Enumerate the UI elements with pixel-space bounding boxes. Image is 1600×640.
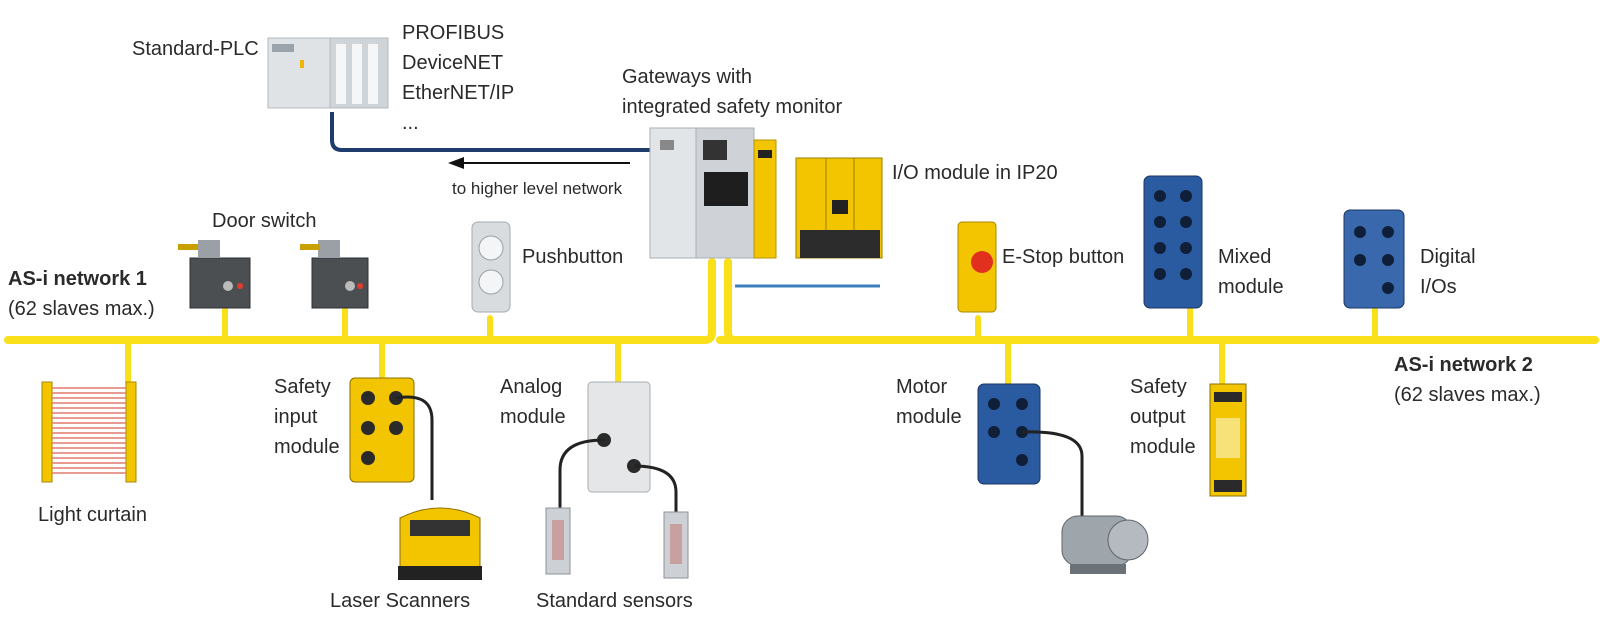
motor-module-label: Motor module [896,372,962,432]
safety-output-label-2: output [1130,406,1186,428]
safety-input-label-1: Safety [274,376,331,398]
protocol-profibus: PROFIBUS [402,22,505,44]
plc-title-label: Standard-PLC [132,38,259,60]
gateway-device [649,127,777,259]
estop-label: E-Stop button [1002,246,1125,268]
door-switch-1 [178,240,251,309]
safety-output-module-device [1209,383,1247,497]
standard-sensor-2 [663,511,689,579]
io-module-ip20 [735,157,883,288]
pushbutton-device [471,221,511,313]
digital-io-label: Digital I/Os [1420,242,1476,302]
analog-module-label: Analog module [500,372,566,432]
estop-device [957,221,997,313]
network2-label: AS-i network 2 (62 slaves max.) [1394,350,1541,410]
motor-module-label-2: module [896,406,962,428]
door-switch-label: Door switch [212,210,317,232]
pushbutton-label: Pushbutton [522,246,624,268]
gateway-label-line2: integrated safety monitor [622,96,843,118]
digital-io-device [1343,209,1405,309]
safety-input-label-2: input [274,406,318,428]
motor-module-device [977,383,1084,520]
standard-sensor-1 [545,507,571,575]
safety-input-module-device [349,377,434,500]
mixed-module-label-2: module [1218,276,1284,298]
light-curtain-device [41,381,137,483]
protocol-more: ... [402,112,419,134]
door-switch-2 [300,240,369,309]
plc-device [267,37,389,109]
uplink-label: to higher level network [452,179,623,198]
gateway-label: Gateways with integrated safety monitor [622,62,842,122]
light-curtain-label: Light curtain [38,504,147,526]
mixed-module-label: Mixed module [1218,242,1284,302]
safety-input-label-3: module [274,436,340,458]
mixed-module-device [1143,175,1203,309]
network1-label: AS-i network 1 (62 slaves max.) [8,264,155,324]
network1-capacity: (62 slaves max.) [8,298,155,320]
uplink-arrow [448,157,630,169]
network1-name: AS-i network 1 [8,268,147,290]
plc-protocols-label: PROFIBUS DeviceNET EtherNET/IP ... [402,18,514,138]
mixed-module-label-1: Mixed [1218,246,1272,268]
as-i-bus [4,258,1599,387]
laser-scanner-device [398,507,482,580]
laser-scanner-label: Laser Scanners [330,590,471,612]
digital-io-label-1: Digital [1420,246,1476,268]
motor-device [1061,515,1149,574]
safety-output-label-1: Safety [1130,376,1187,398]
network2-name: AS-i network 2 [1394,354,1533,376]
analog-module-label-1: Analog [500,376,563,398]
safety-output-label-3: module [1130,436,1196,458]
standard-sensors-label: Standard sensors [536,590,693,612]
protocol-ethernet-ip: EtherNET/IP [402,82,515,104]
motor-module-label-1: Motor [896,376,948,398]
io-ip20-label: I/O module in IP20 [892,162,1058,184]
uplink-cable [330,112,670,152]
safety-input-label: Safety input module [274,372,340,462]
network2-capacity: (62 slaves max.) [1394,384,1541,406]
digital-io-label-2: I/Os [1420,276,1457,298]
analog-module-device [558,381,678,512]
safety-output-label: Safety output module [1130,372,1196,462]
gateway-label-line1: Gateways with [622,66,753,88]
analog-module-label-2: module [500,406,566,428]
protocol-devicenet: DeviceNET [402,52,504,74]
